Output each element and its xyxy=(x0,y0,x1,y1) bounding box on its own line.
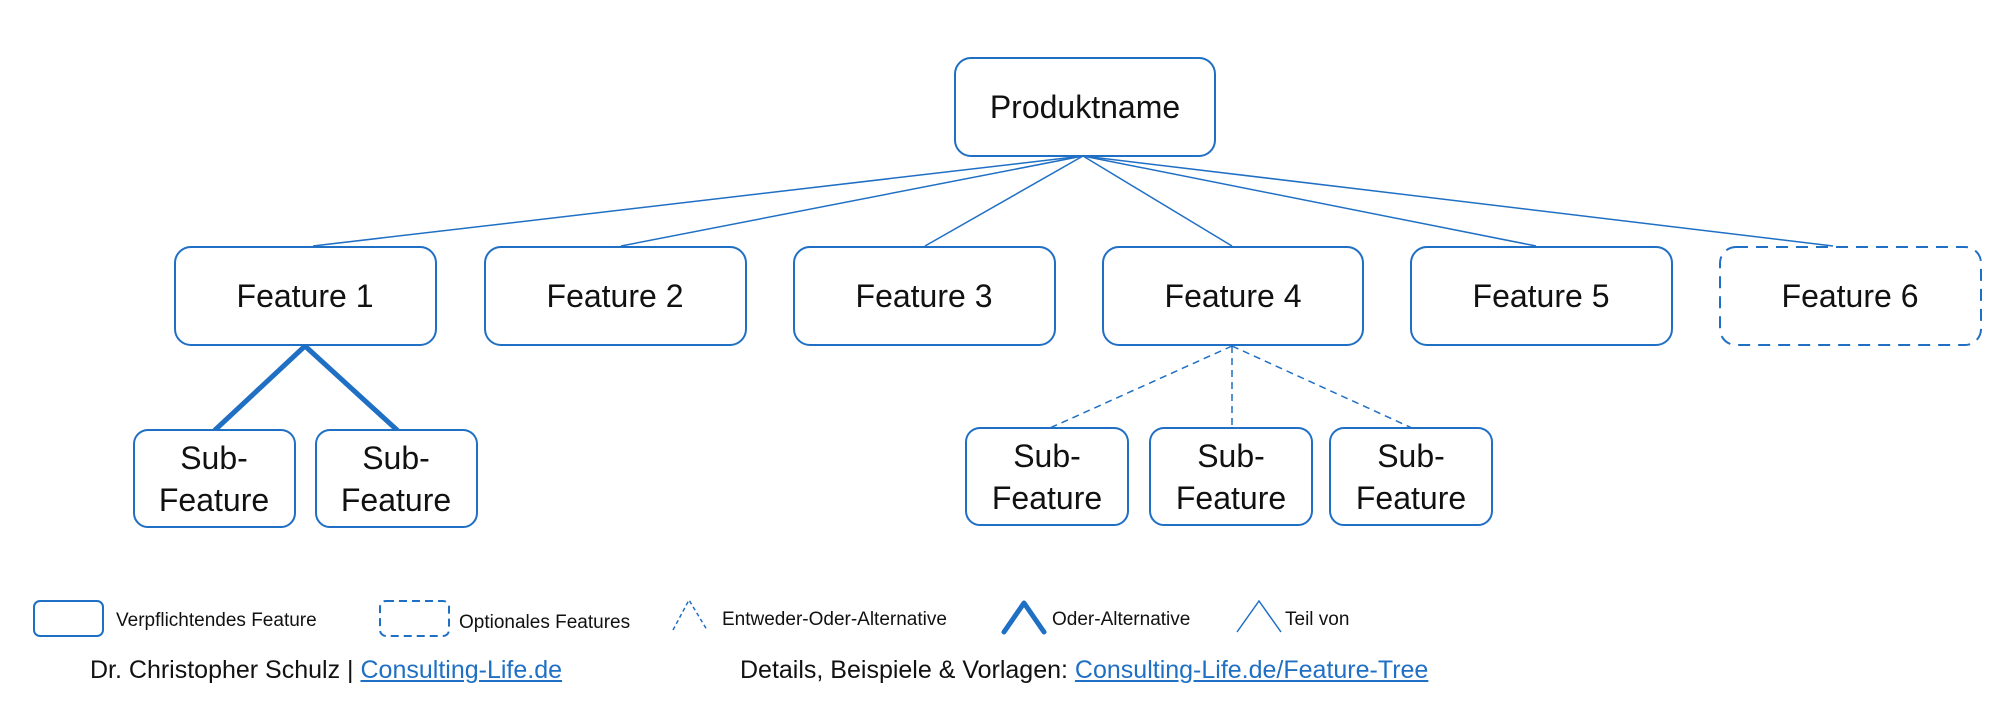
legend-mandatory: Verpflichtendes Feature xyxy=(33,600,317,637)
subfeature-node: Sub- Feature xyxy=(1329,427,1493,526)
details-label: Details, Beispiele & Vorlagen: xyxy=(740,656,1068,684)
root-connectors xyxy=(312,155,1834,247)
subfeature-label-line1: Sub- xyxy=(1013,438,1081,474)
subfeature-label-line2: Feature xyxy=(159,482,269,518)
subfeature-node: Sub- Feature xyxy=(133,429,296,528)
subfeature-node: Sub- Feature xyxy=(965,427,1129,526)
subfeature-label-line1: Sub- xyxy=(1197,438,1265,474)
root-label: Produktname xyxy=(990,89,1180,125)
subfeature-node: Sub- Feature xyxy=(315,429,478,528)
xor-alternative-icon xyxy=(672,598,708,631)
footer-details: Details, Beispiele & Vorlagen: Consultin… xyxy=(740,656,1428,685)
subfeature-label-line2: Feature xyxy=(341,482,451,518)
edge-root-feature-6 xyxy=(1082,155,1834,247)
details-link[interactable]: Consulting-Life.de/Feature-Tree xyxy=(1074,656,1429,684)
legend-xor: Entweder-Oder-Alternative xyxy=(672,598,947,631)
feature-label: Feature 1 xyxy=(237,278,374,314)
or-alternative-icon xyxy=(1001,600,1047,635)
footer-author: Dr. Christopher Schulz | Consulting-Life… xyxy=(90,656,562,685)
legend-part-of: Teil von xyxy=(1236,599,1349,633)
legend: Verpflichtendes Feature Optionales Featu… xyxy=(33,598,1349,637)
root-node: Produktname xyxy=(954,57,1216,157)
subfeature-label-line2: Feature xyxy=(1356,480,1466,516)
optional-feature-node: Feature 6 xyxy=(1719,246,1982,346)
feature-label: Feature 3 xyxy=(856,278,993,314)
feature-label: Feature 5 xyxy=(1473,278,1610,314)
optional-feature-icon xyxy=(379,600,450,637)
subfeature-label-line1: Sub- xyxy=(1377,438,1445,474)
feature-label: Feature 6 xyxy=(1782,278,1919,314)
legend-part-of-label: Teil von xyxy=(1285,609,1349,630)
feature-label: Feature 2 xyxy=(547,278,684,314)
author-name: Dr. Christopher Schulz | xyxy=(90,656,354,684)
subfeature-label-line2: Feature xyxy=(992,480,1102,516)
edge-root-feature-4 xyxy=(1082,155,1233,247)
edge-root-feature-1 xyxy=(312,155,1084,247)
subfeature-label-line1: Sub- xyxy=(362,440,430,476)
edge-root-feature-5 xyxy=(1082,155,1537,247)
edge-root-feature-3 xyxy=(924,155,1084,247)
legend-or: Oder-Alternative xyxy=(1001,600,1190,635)
subfeature-label-line1: Sub- xyxy=(180,440,248,476)
author-link[interactable]: Consulting-Life.de xyxy=(360,656,563,684)
edge-feature4-sub3 xyxy=(1231,345,1413,429)
feature-label: Feature 4 xyxy=(1165,278,1302,314)
legend-xor-label: Entweder-Oder-Alternative xyxy=(722,609,947,630)
edge-feature1-sub1 xyxy=(212,343,308,433)
feature-node: Feature 3 xyxy=(793,246,1056,346)
mandatory-feature-icon xyxy=(33,600,104,637)
feature-node: Feature 1 xyxy=(174,246,437,346)
or-alternative-connectors xyxy=(212,343,400,433)
legend-or-label: Oder-Alternative xyxy=(1052,609,1190,630)
xor-alternative-connectors xyxy=(1049,345,1413,429)
legend-mandatory-label: Verpflichtendes Feature xyxy=(116,610,317,631)
feature-node: Feature 2 xyxy=(484,246,747,346)
legend-optional-label: Optionales Features xyxy=(459,612,630,633)
edge-feature4-sub1 xyxy=(1049,345,1233,429)
legend-optional: Optionales Features xyxy=(379,600,630,637)
feature-node: Feature 5 xyxy=(1410,246,1673,346)
subfeature-node: Sub- Feature xyxy=(1149,427,1313,526)
edge-root-feature-2 xyxy=(620,155,1084,247)
feature-node: Feature 4 xyxy=(1102,246,1364,346)
part-of-icon xyxy=(1236,599,1282,633)
subfeature-label-line2: Feature xyxy=(1176,480,1286,516)
edge-feature1-sub2 xyxy=(302,343,400,433)
